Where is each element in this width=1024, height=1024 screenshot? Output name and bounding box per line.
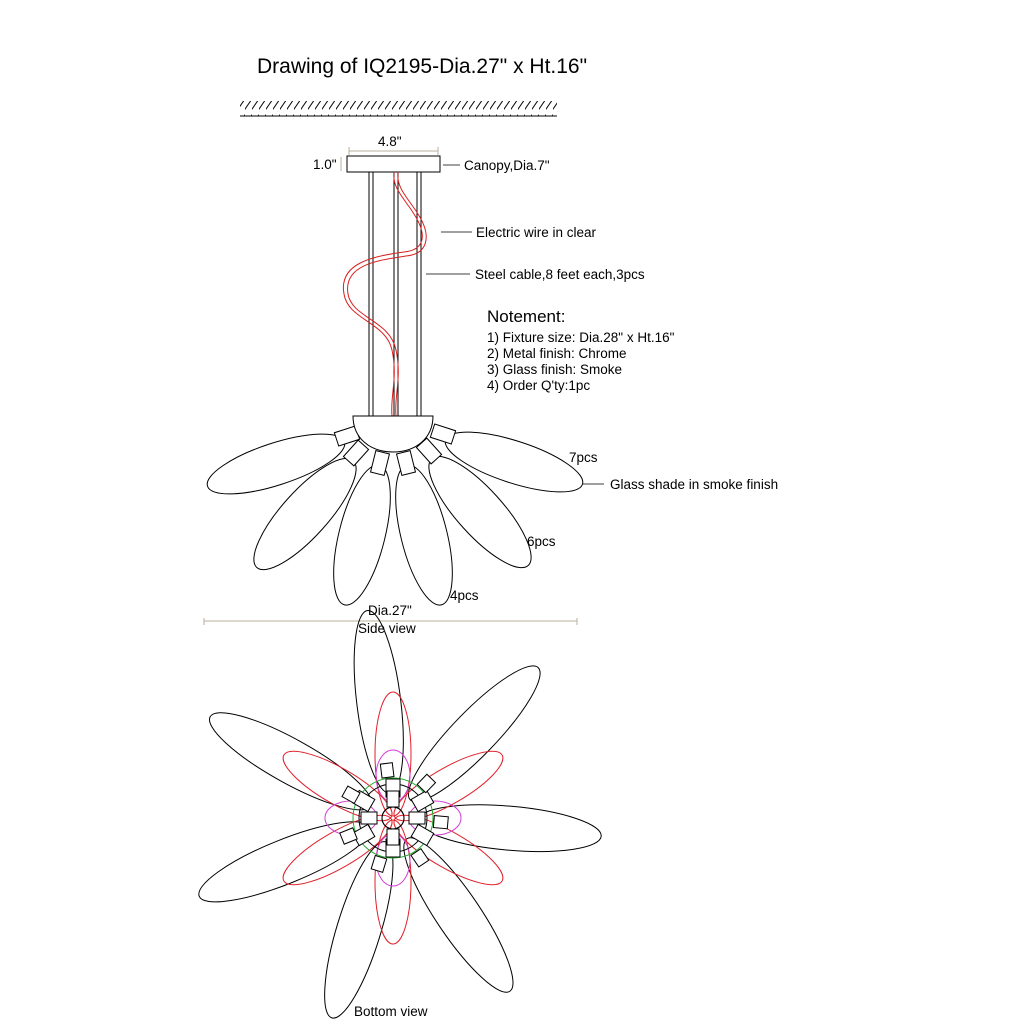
middle-tier-shades <box>282 691 504 945</box>
glass-shade-callout: Glass shade in smoke finish <box>610 477 778 492</box>
side-view-caption: Side view <box>358 621 416 636</box>
outer-count-label: 7pcs <box>569 450 598 465</box>
notes-block: Notement: 1) Fixture size: Dia.28" x Ht.… <box>487 307 675 393</box>
diameter-label: Dia.27" <box>368 603 412 618</box>
canopy-height-label: 1.0" <box>313 157 337 172</box>
notes-title: Notement: <box>487 307 565 326</box>
middle-count-label: 6pcs <box>527 534 556 549</box>
glass-shade-middle-right <box>415 437 532 569</box>
note-4: 4) Order Q'ty:1pc <box>487 378 590 393</box>
glass-shade-inner-right <box>395 450 453 606</box>
glass-shade-inner-left <box>333 450 391 606</box>
canopy <box>340 147 441 173</box>
drawing-title: Drawing of IQ2195-Dia.27" x Ht.16" <box>257 55 587 78</box>
steel-cables <box>368 172 422 416</box>
electric-wire <box>342 171 427 417</box>
bottom-view-fixture <box>198 610 602 1019</box>
hub-dome <box>352 415 434 453</box>
note-2: 2) Metal finish: Chrome <box>487 346 627 361</box>
glass-shade-middle-left <box>253 439 370 571</box>
canopy-width-label: 4.8" <box>378 134 402 149</box>
canopy-callout: Canopy,Dia.7" <box>464 158 550 173</box>
cable-callout: Steel cable,8 feet each,3pcs <box>475 267 645 282</box>
outer-tier-shades <box>198 610 602 1019</box>
wire-callout: Electric wire in clear <box>476 225 597 240</box>
bottom-hub <box>339 762 449 873</box>
bottom-view-caption: Bottom view <box>354 1004 428 1019</box>
side-view-fixture <box>206 415 584 606</box>
glass-shade-outer-right <box>429 423 584 493</box>
note-3: 3) Glass finish: Smoke <box>487 362 622 377</box>
glass-shade-outer-left <box>206 425 361 495</box>
inner-count-label: 4pcs <box>450 588 479 603</box>
ceiling <box>240 101 557 117</box>
note-1: 1) Fixture size: Dia.28" x Ht.16" <box>487 330 675 345</box>
